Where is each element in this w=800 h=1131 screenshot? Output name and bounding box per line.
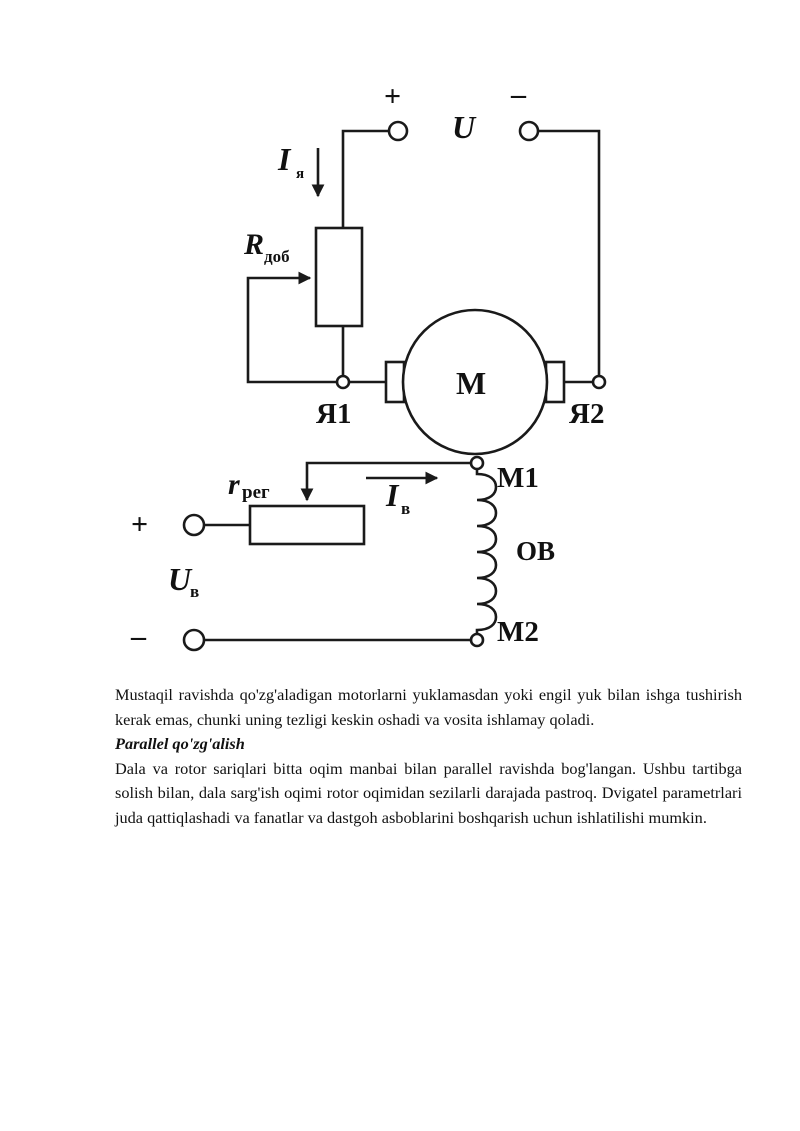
- label-reg-sub: рег: [242, 482, 270, 503]
- label-terminal-m2: M2: [497, 616, 539, 648]
- label-field-current: I: [385, 477, 400, 513]
- body-text: Mustaqil ravishda qo'zg'aladigan motorla…: [115, 683, 742, 831]
- label-armature-current-sub: я: [296, 166, 304, 182]
- wire-rheostat-slider: [246, 271, 336, 384]
- field-winding-coil: [475, 469, 498, 634]
- armature-circuit: + – U I я R доб M Я1 Я2: [243, 78, 607, 456]
- label-winding-ob: OB: [516, 536, 555, 566]
- label-rheostat: R: [243, 228, 264, 261]
- label-minus-field: –: [130, 620, 147, 653]
- wire-field-top: [300, 461, 471, 502]
- terminal-ya1: [335, 374, 351, 390]
- label-field-current-sub: в: [401, 499, 410, 518]
- resistor-rreg: [248, 504, 366, 546]
- label-voltage-u: U: [452, 109, 477, 145]
- brush-left: [384, 360, 406, 404]
- terminal-minus-top: [518, 120, 540, 142]
- terminal-plus-top: [387, 120, 409, 142]
- label-terminal-m1: M1: [497, 462, 539, 494]
- label-rheostat-sub: доб: [264, 247, 290, 266]
- section-heading: Parallel qo'zg'alish: [115, 734, 245, 754]
- label-plus-field: +: [131, 508, 148, 541]
- field-circuit: r рег I в M1 OB M2 + U в –: [130, 455, 555, 653]
- wire-top-left: [341, 129, 388, 228]
- terminal-field-minus: [182, 628, 206, 652]
- label-reg: r: [228, 468, 240, 501]
- terminal-m2: [469, 632, 485, 648]
- label-field-voltage: U: [168, 561, 193, 597]
- terminal-field-plus: [182, 513, 206, 537]
- paragraph-2: Dala va rotor sariqlari bitta oqim manba…: [115, 758, 742, 827]
- label-terminal-ya1: Я1: [316, 398, 351, 430]
- label-terminal-ya2: Я2: [569, 398, 604, 430]
- rheostat-rdob: [314, 226, 364, 328]
- label-plus-top: +: [384, 80, 401, 113]
- label-motor: M: [456, 365, 486, 401]
- label-minus-top: –: [510, 78, 527, 111]
- label-armature-current: I: [277, 141, 292, 177]
- label-field-voltage-sub: в: [190, 582, 199, 601]
- terminal-ya2: [591, 374, 607, 390]
- paragraph-1: Mustaqil ravishda qo'zg'aladigan motorla…: [115, 685, 742, 729]
- terminal-m1: [469, 455, 485, 471]
- wire-top-right: [539, 129, 601, 376]
- motor-armature: [401, 308, 549, 456]
- brush-right: [544, 360, 566, 404]
- circuit-diagram: + – U I я R доб M Я1 Я2 r рег I в M1 OB …: [130, 78, 607, 653]
